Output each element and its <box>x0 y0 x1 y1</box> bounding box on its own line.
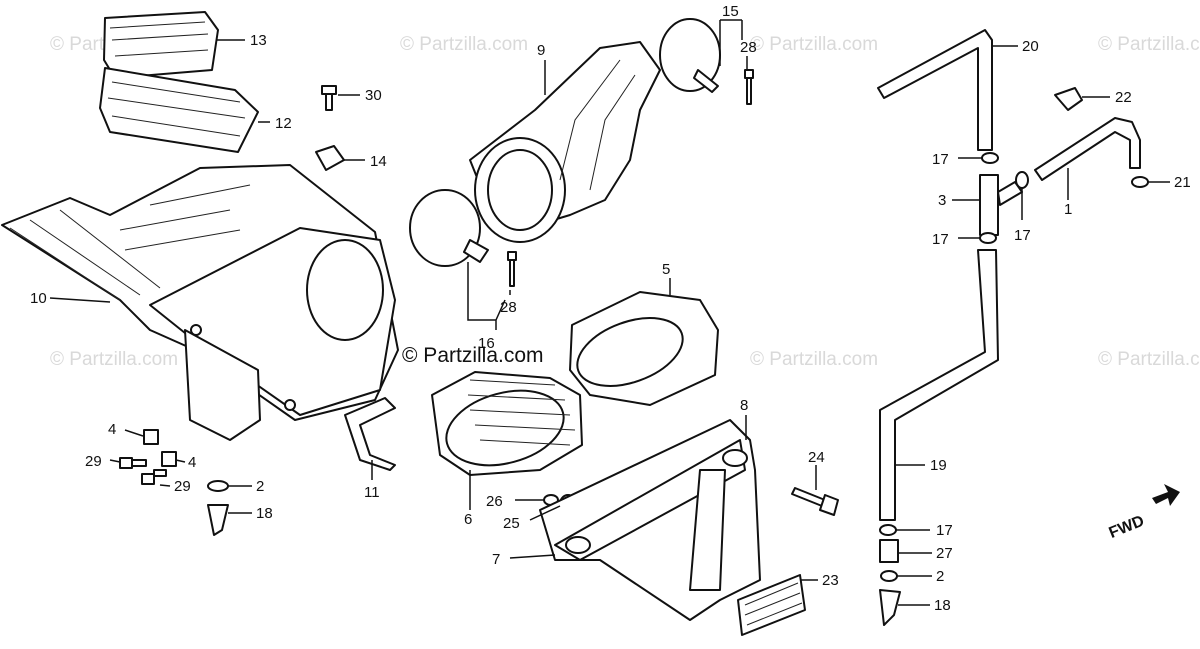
watermark-text: © Partzilla.com <box>50 349 178 370</box>
callout-12: 12 <box>275 115 292 132</box>
part-12-cover-plate[interactable] <box>99 67 259 153</box>
callout-18: 18 <box>934 597 951 614</box>
callout-28: 28 <box>740 39 757 56</box>
watermark-text: © Partzilla.com <box>750 34 878 55</box>
part-23-label[interactable] <box>737 574 806 636</box>
part-17-clip[interactable] <box>979 232 997 244</box>
part-20-hose[interactable] <box>877 29 993 151</box>
callout-21: 21 <box>1174 174 1191 191</box>
callout-29: 29 <box>85 453 102 470</box>
fwd-label: FWD <box>1107 513 1147 542</box>
part-15-clamp[interactable] <box>659 18 721 93</box>
watermark-layer: © Partzilla.com © Partzilla.com © Partzi… <box>50 34 1200 370</box>
callout-19: 19 <box>930 457 947 474</box>
callout-26: 26 <box>486 493 503 510</box>
callout-4: 4 <box>188 454 196 471</box>
part-11-bracket[interactable] <box>344 397 396 471</box>
callout-9: 9 <box>537 42 545 59</box>
part-29-screw[interactable] <box>119 457 167 485</box>
part-13-cover[interactable] <box>103 11 219 79</box>
callout-numbers: 13 12 30 14 10 4 4 29 29 2 18 11 9 15 28… <box>30 3 1191 614</box>
callout-5: 5 <box>662 261 670 278</box>
center-watermark: © Partzilla.com <box>402 344 544 367</box>
callout-14: 14 <box>370 153 387 170</box>
part-17-clip[interactable] <box>879 524 897 536</box>
part-27-joint[interactable] <box>879 539 899 563</box>
part-18-plug[interactable] <box>207 504 229 536</box>
part-3-t-joint[interactable] <box>979 174 1023 236</box>
part-8-cover[interactable] <box>539 419 761 621</box>
callout-8: 8 <box>740 397 748 414</box>
part-14-clip[interactable] <box>315 145 345 171</box>
callout-16: 16 <box>478 335 495 352</box>
callout-3: 3 <box>938 192 946 209</box>
part-4-grommet[interactable] <box>143 429 177 467</box>
callout-27: 27 <box>936 545 953 562</box>
part-24-bolt[interactable] <box>791 487 839 516</box>
watermark-text: © Partzilla.com <box>400 34 528 55</box>
part-30-bolt[interactable] <box>321 85 337 111</box>
callout-30: 30 <box>365 87 382 104</box>
part-5-filter-element[interactable] <box>568 291 719 406</box>
callout-17: 17 <box>932 231 949 248</box>
callout-15: 15 <box>722 3 739 20</box>
callout-4: 4 <box>108 421 116 438</box>
callout-2: 2 <box>936 568 944 585</box>
callout-10: 10 <box>30 290 47 307</box>
leader-lines <box>49 19 1170 606</box>
part-28-screw[interactable] <box>744 69 754 105</box>
callout-18: 18 <box>256 505 273 522</box>
part-1-hose[interactable] <box>1034 117 1141 181</box>
callout-11: 11 <box>364 484 380 501</box>
part-22-clip[interactable] <box>1054 87 1083 111</box>
callout-24: 24 <box>808 449 825 466</box>
callout-20: 20 <box>1022 38 1039 55</box>
watermark-text: © Partzilla.com <box>750 349 878 370</box>
callout-7: 7 <box>492 551 500 568</box>
callout-22: 22 <box>1115 89 1132 106</box>
callout-2: 2 <box>256 478 264 495</box>
part-2-clip[interactable] <box>880 570 898 582</box>
part-16-clamp[interactable] <box>409 189 489 267</box>
part-17-clip[interactable] <box>1015 171 1029 189</box>
callout-29: 29 <box>174 478 191 495</box>
callout-1: 1 <box>1064 201 1072 218</box>
part-19-hose[interactable] <box>879 249 999 521</box>
callout-17: 17 <box>936 522 953 539</box>
part-2-clip[interactable] <box>207 480 229 492</box>
part-28-screw[interactable] <box>507 251 517 287</box>
watermark-text: © Partzilla.com <box>1098 34 1200 55</box>
callout-17: 17 <box>932 151 949 168</box>
part-21-clip[interactable] <box>1131 176 1149 188</box>
part-10-air-cleaner-case[interactable] <box>1 164 399 441</box>
callout-25: 25 <box>503 515 520 532</box>
forward-direction-indicator: FWD <box>1107 484 1180 542</box>
part-9-connecting-tube[interactable] <box>469 41 661 243</box>
callout-23: 23 <box>822 572 839 589</box>
callout-6: 6 <box>464 511 472 528</box>
watermark-text: © Partzilla.com <box>1098 349 1200 370</box>
part-6-filter[interactable] <box>431 371 583 477</box>
callout-17: 17 <box>1014 227 1031 244</box>
callout-28: 28 <box>500 299 517 316</box>
callout-13: 13 <box>250 32 267 49</box>
part-17-clip[interactable] <box>981 152 999 164</box>
part-18-plug[interactable] <box>879 589 901 626</box>
